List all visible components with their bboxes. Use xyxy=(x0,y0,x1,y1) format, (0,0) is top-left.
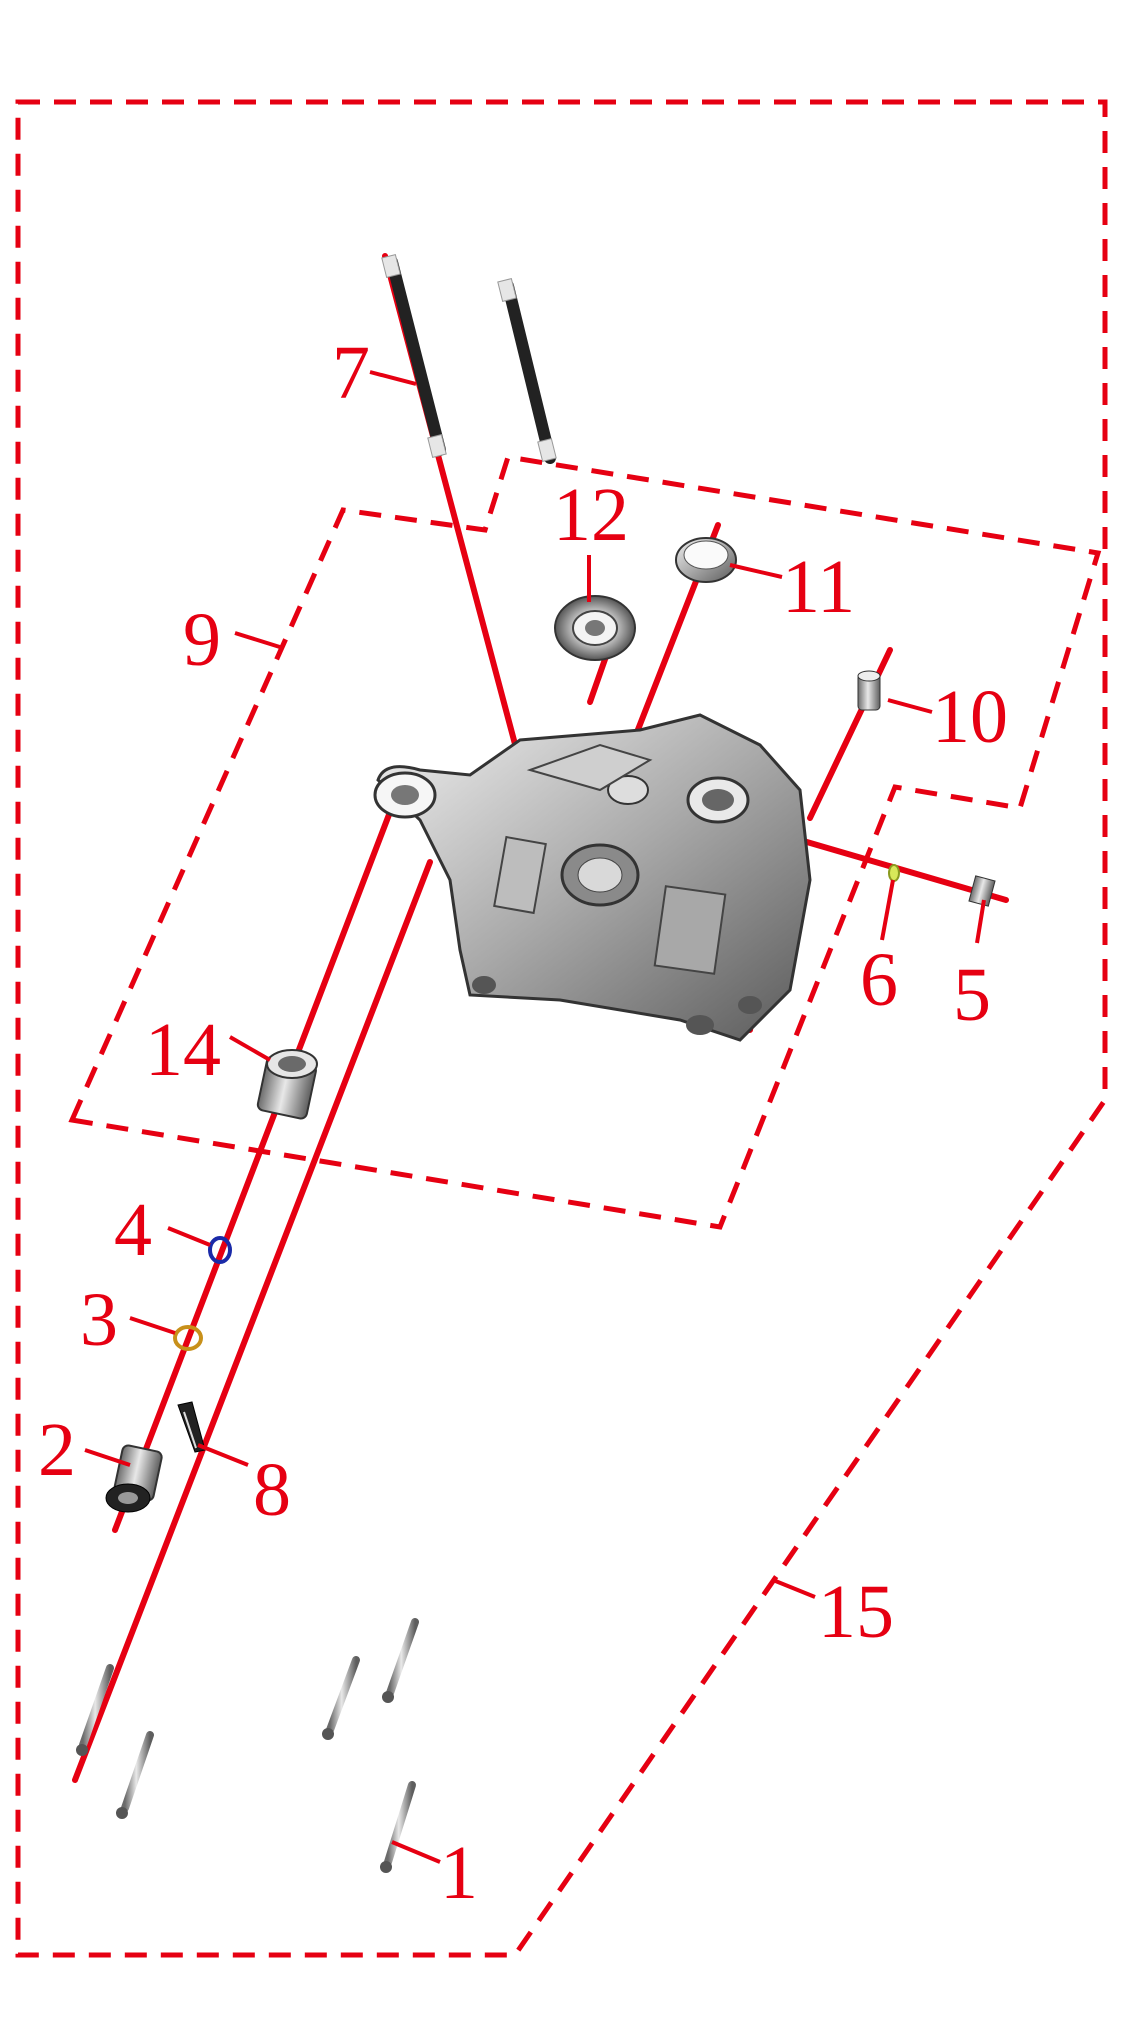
callout-11: 11 xyxy=(782,545,855,629)
callout-10: 10 xyxy=(932,675,1008,759)
callout-14: 14 xyxy=(145,1008,221,1092)
seal-ring xyxy=(173,1325,203,1351)
dowel-pin xyxy=(857,670,881,711)
crankcase-housing xyxy=(373,713,812,1042)
callout-labels: 1 2 3 4 5 6 7 8 9 10 11 12 14 15 xyxy=(38,331,1008,1915)
leader-lines xyxy=(84,370,986,1864)
callout-4: 4 xyxy=(114,1188,152,1272)
bearing xyxy=(554,595,636,661)
callout-2: 2 xyxy=(38,1408,76,1492)
oil-seal xyxy=(675,537,737,583)
callout-1: 1 xyxy=(440,1831,478,1915)
callout-8: 8 xyxy=(253,1448,291,1532)
drain-plug-washer xyxy=(888,864,900,882)
inner-group-boundary xyxy=(68,454,1102,1230)
drain-plug xyxy=(968,875,996,907)
outer-group-boundary xyxy=(15,99,1108,1958)
bushing xyxy=(256,1049,318,1120)
callout-7: 7 xyxy=(332,331,370,415)
callout-5: 5 xyxy=(953,953,991,1037)
callout-12: 12 xyxy=(553,473,629,557)
dowel-clip xyxy=(177,1401,206,1453)
plug xyxy=(105,1444,163,1513)
callout-6: 6 xyxy=(860,938,898,1022)
callout-15: 15 xyxy=(818,1570,894,1654)
stud-bolts xyxy=(381,253,557,464)
callout-9: 9 xyxy=(183,598,221,682)
callout-3: 3 xyxy=(80,1278,118,1362)
case-bolts xyxy=(76,1618,419,1873)
o-ring xyxy=(208,1236,232,1264)
